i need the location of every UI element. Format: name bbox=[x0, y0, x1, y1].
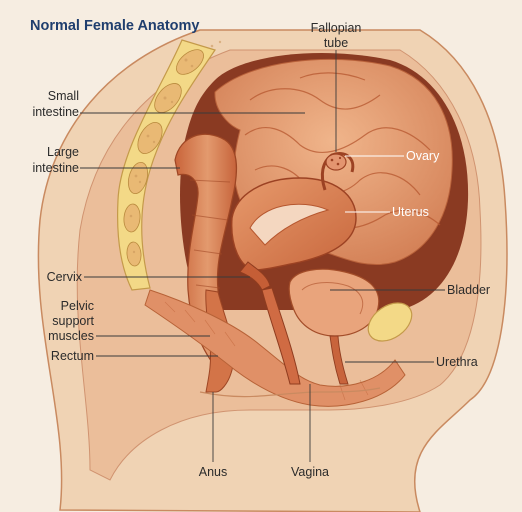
leader-lines bbox=[80, 50, 445, 462]
label-uterus: Uterus bbox=[392, 205, 429, 219]
label-fallopian-tube-1: Fallopian bbox=[311, 21, 362, 35]
colon-haustra bbox=[189, 179, 231, 319]
label-rectum: Rectum bbox=[51, 349, 94, 363]
label-large-intestine-2: intestine bbox=[32, 161, 79, 175]
label-pelvic-1: Pelvic bbox=[61, 299, 94, 313]
label-pelvic-3: muscles bbox=[48, 329, 94, 343]
pelvic-muscles bbox=[144, 289, 406, 407]
label-vagina: Vagina bbox=[291, 465, 329, 479]
label-cervix: Cervix bbox=[47, 270, 83, 284]
label-fallopian-tube-2: tube bbox=[324, 36, 348, 50]
bladder bbox=[288, 268, 380, 337]
vagina bbox=[261, 287, 301, 385]
ovary-follicles bbox=[330, 156, 342, 166]
label-large-intestine-1: Large bbox=[47, 145, 79, 159]
vertebrae bbox=[123, 49, 204, 267]
uterine-cavity bbox=[249, 203, 330, 246]
perineum bbox=[199, 387, 381, 398]
urethra bbox=[329, 335, 349, 385]
pubic-bone bbox=[367, 302, 413, 342]
bladder-inner bbox=[301, 282, 364, 315]
ovary bbox=[325, 153, 347, 171]
label-anus: Anus bbox=[199, 465, 228, 479]
label-ovary: Ovary bbox=[406, 149, 440, 163]
label-pelvic-2: support bbox=[52, 314, 94, 328]
label-bladder: Bladder bbox=[447, 283, 490, 297]
diagram-title: Normal Female Anatomy bbox=[30, 18, 199, 34]
label-urethra: Urethra bbox=[436, 355, 478, 369]
label-small-intestine-2: intestine bbox=[32, 105, 79, 119]
bone-texture bbox=[129, 40, 222, 254]
muscle-striations bbox=[164, 301, 369, 401]
label-small-intestine-1: Small bbox=[48, 89, 79, 103]
